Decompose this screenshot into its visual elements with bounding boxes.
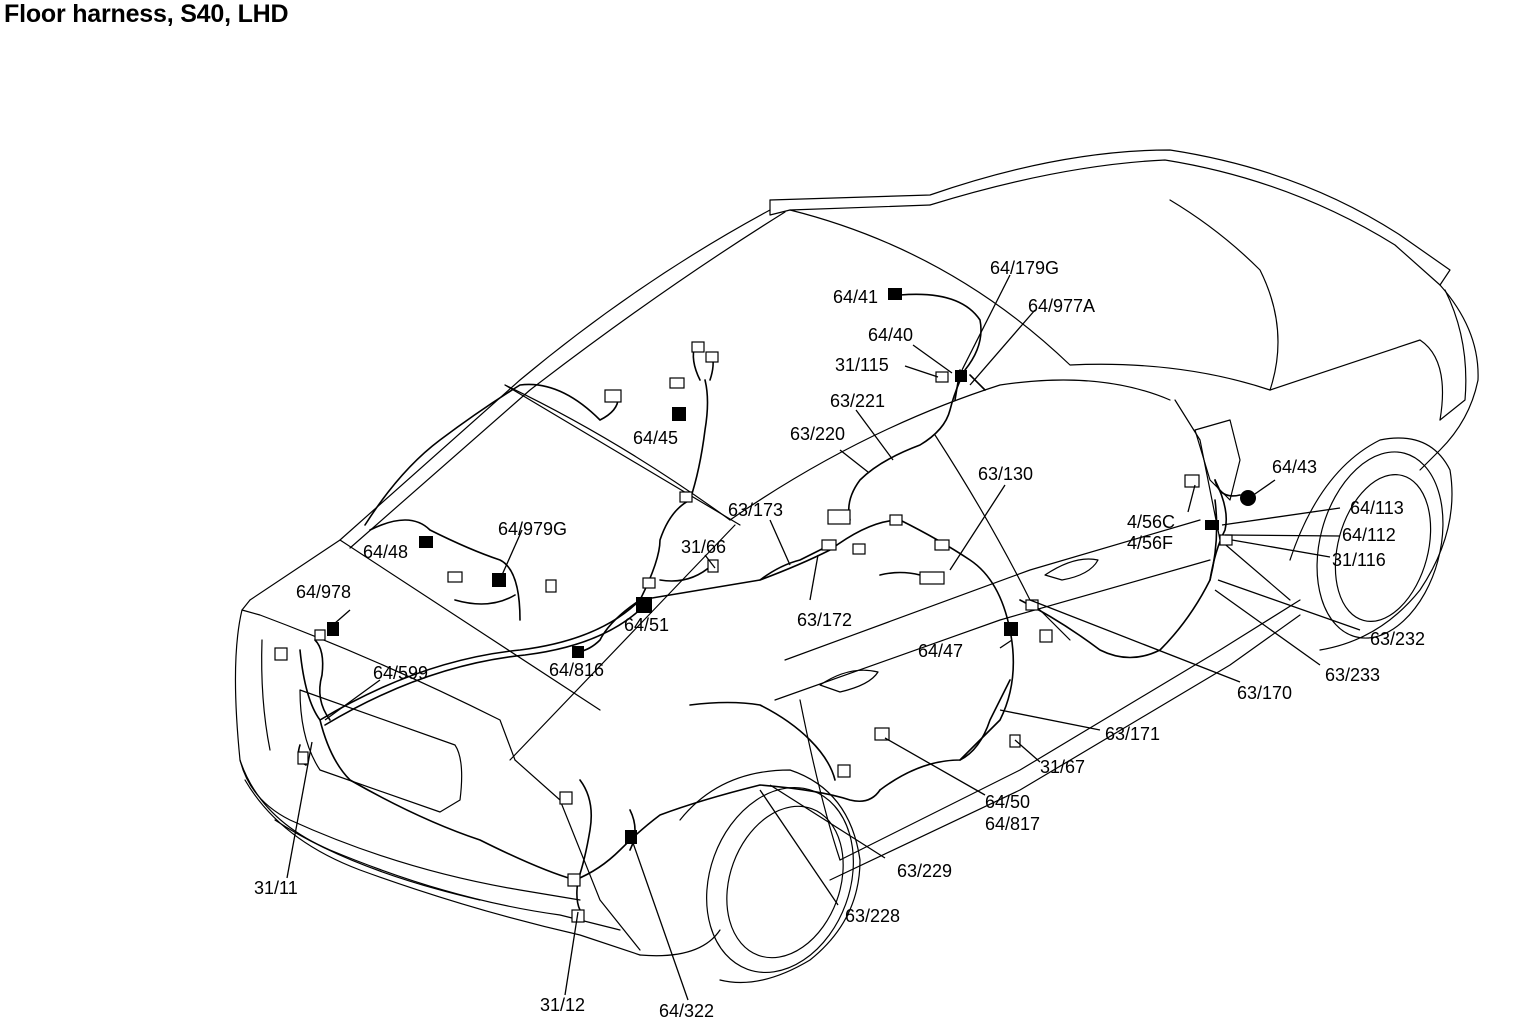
label-63-220: 63/220 (790, 424, 845, 444)
label-64-816: 64/816 (549, 660, 604, 680)
label-63-170: 63/170 (1237, 683, 1292, 703)
connector-64-113 (1205, 520, 1219, 530)
label-31-116: 31/116 (1332, 550, 1386, 570)
label-64-51: 64/51 (624, 615, 669, 635)
connectors (274, 288, 1256, 923)
label-31-11: 31/11 (254, 878, 298, 898)
label-63-229: 63/229 (897, 861, 952, 881)
label-64-977A: 64/977A (1028, 296, 1095, 316)
label-64-43: 64/43 (1272, 457, 1317, 477)
label-63-173: 63/173 (728, 500, 783, 520)
label-4-56C: 4/56C (1127, 512, 1175, 532)
label-64-179G: 64/179G (990, 258, 1059, 278)
label-64-47: 64/47 (918, 641, 963, 661)
connector-64-47 (1004, 622, 1018, 636)
label-63-171: 63/171 (1105, 724, 1160, 744)
connector-64-322 (625, 830, 637, 844)
label-31-115: 31/115 (835, 355, 889, 375)
label-63-172: 63/172 (797, 610, 852, 630)
label-64-41: 64/41 (833, 287, 878, 307)
connector-64-45 (672, 407, 686, 421)
label-63-233: 63/233 (1325, 665, 1380, 685)
label-64-50: 64/50 (985, 792, 1030, 812)
connector-64-979G (492, 573, 506, 587)
leader-lines (286, 274, 1361, 1001)
label-4-56F: 4/56F (1127, 533, 1173, 553)
label-31-67: 31/67 (1040, 757, 1085, 777)
label-64-817: 64/817 (985, 814, 1040, 834)
label-64-113: 64/113 (1350, 498, 1404, 518)
label-31-66: 31/66 (681, 537, 726, 557)
label-64-48: 64/48 (363, 542, 408, 562)
label-64-599: 64/599 (373, 663, 428, 683)
connector-64-816 (572, 646, 584, 658)
label-63-221: 63/221 (830, 391, 885, 411)
connector-64-48 (419, 536, 433, 548)
label-63-130: 63/130 (978, 464, 1033, 484)
floor-harness-wires (297, 293, 1241, 911)
connector-64-51 (636, 597, 652, 613)
connector-64-179G (955, 370, 967, 382)
label-64-112: 64/112 (1342, 525, 1396, 545)
connector-64-978 (327, 622, 339, 636)
car-body-outline (234, 149, 1479, 983)
label-64-322: 64/322 (659, 1001, 714, 1021)
label-64-979G: 64/979G (498, 519, 567, 539)
label-64-40: 64/40 (868, 325, 913, 345)
label-64-978: 64/978 (296, 582, 351, 602)
label-31-12: 31/12 (540, 995, 585, 1015)
label-63-228: 63/228 (845, 906, 900, 926)
label-63-232: 63/232 (1370, 629, 1425, 649)
page-title: Floor harness, S40, LHD (4, 0, 289, 28)
connector-64-41 (888, 288, 902, 300)
label-64-45: 64/45 (633, 428, 678, 448)
connector-64-43 (1240, 490, 1256, 506)
callout-labels: 64/179G 64/41 64/977A 64/40 31/115 63/22… (254, 258, 1425, 1021)
